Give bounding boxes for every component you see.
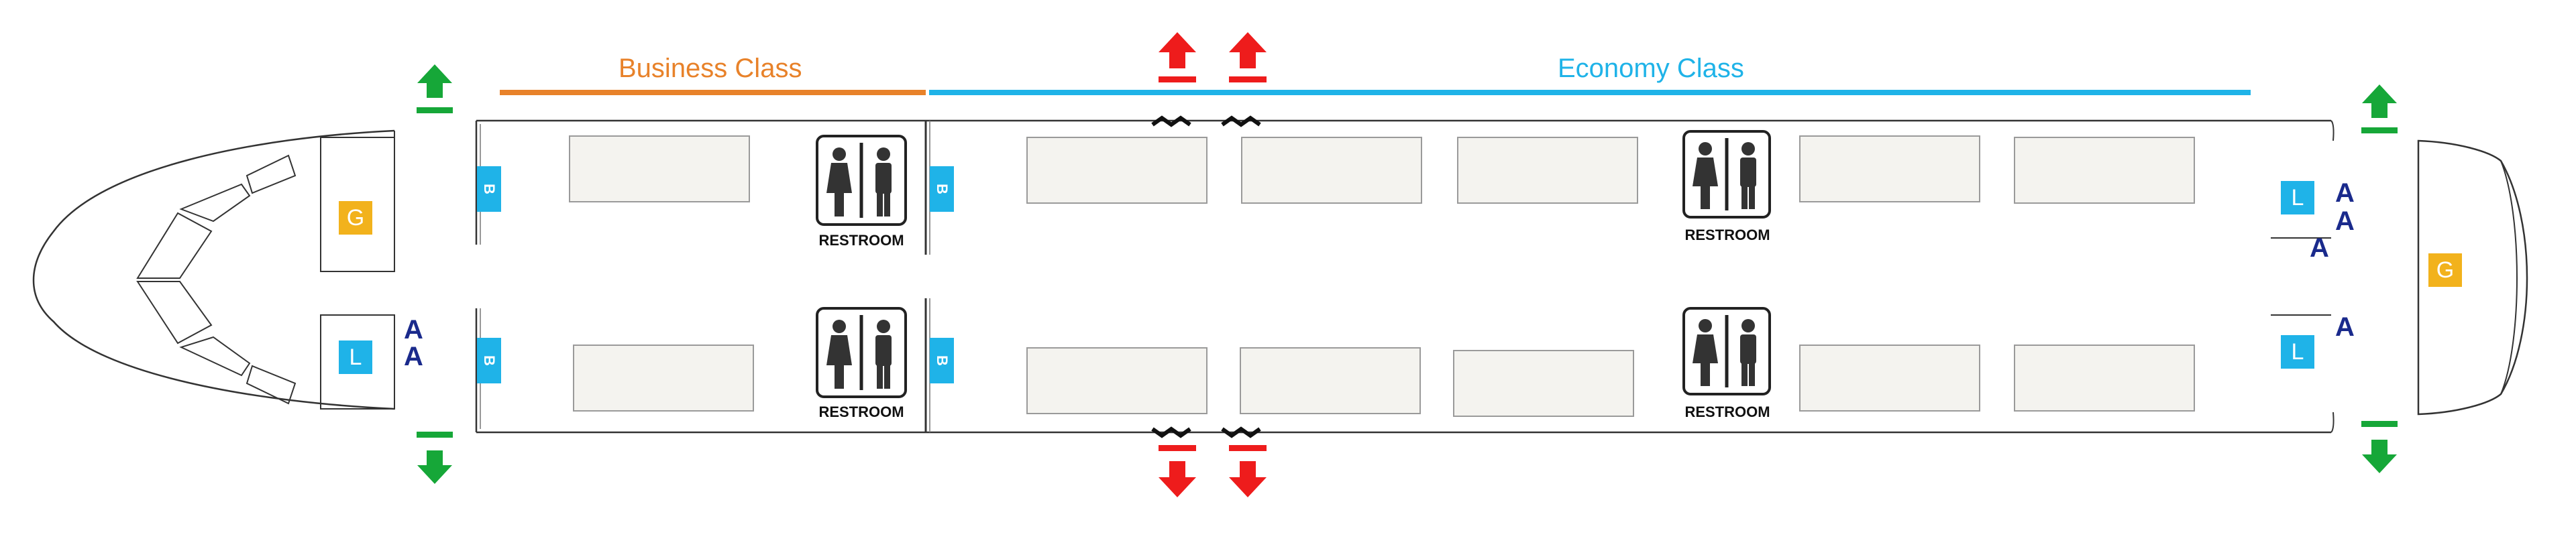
- attendant-seat: A: [2335, 206, 2355, 236]
- seat-block-economy: [1241, 137, 1422, 204]
- attendant-seat: A: [2335, 178, 2355, 208]
- woman-icon: [826, 147, 852, 216]
- tail-outline: [2417, 139, 2528, 416]
- seat-block-economy: [2014, 137, 2195, 204]
- front-lavatory-box: [320, 314, 395, 410]
- exit-arrow-icon: [417, 432, 453, 484]
- seat-block-economy: [1799, 135, 1980, 202]
- cockpit-windows: [136, 154, 297, 405]
- bar-badge: B: [930, 166, 954, 212]
- overwing-door-marks: [1151, 115, 1261, 438]
- bar-badge: B: [930, 338, 954, 383]
- exit-arrow-icon: [1229, 445, 1267, 497]
- woman-icon: [1693, 142, 1718, 209]
- exit-arrow-icon: [1229, 32, 1267, 82]
- man-icon: [875, 147, 892, 216]
- restroom-sign-icon: [1682, 307, 1771, 395]
- exit-arrow-icon: [2361, 421, 2398, 473]
- attendant-seat: A: [2335, 312, 2355, 342]
- seat-block-economy: [1453, 350, 1634, 417]
- seat-block-economy: [2014, 345, 2195, 412]
- restroom-sign-icon: [816, 135, 907, 226]
- attendant-seat: A: [2310, 233, 2329, 263]
- restroom-sign-icon: [1682, 130, 1771, 219]
- bar-badge: B: [477, 166, 501, 212]
- seat-block-economy: [1026, 137, 1208, 204]
- man-icon: [875, 320, 892, 389]
- front-galley-box: [320, 137, 395, 272]
- galley-badge: G: [2428, 253, 2462, 287]
- restroom-label: RESTROOM: [1684, 227, 1770, 243]
- seat-block-business-lower: [573, 345, 754, 412]
- nose-outline: [32, 129, 395, 410]
- restroom-label: RESTROOM: [1684, 403, 1770, 420]
- attendant-seat: A: [404, 315, 423, 345]
- man-icon: [1740, 142, 1756, 209]
- restroom-label: RESTROOM: [818, 232, 904, 249]
- lavatory-badge: L: [2281, 335, 2314, 369]
- attendant-seat: A: [404, 342, 423, 371]
- exit-arrow-icon: [1159, 32, 1196, 82]
- galley-badge: G: [339, 201, 372, 235]
- bar-badge: B: [477, 338, 501, 383]
- business-class-label: Business Class: [619, 54, 802, 83]
- economy-class-label: Economy Class: [1558, 54, 1744, 83]
- woman-icon: [1693, 319, 1718, 386]
- exit-arrow-icon: [1159, 445, 1196, 497]
- seat-block-economy: [1799, 345, 1980, 412]
- seat-block-economy: [1240, 347, 1421, 414]
- man-icon: [1740, 319, 1756, 386]
- restroom-sign-icon: [816, 307, 907, 398]
- woman-icon: [826, 320, 852, 389]
- restroom-label: RESTROOM: [818, 403, 904, 420]
- exit-arrow-icon: [417, 64, 453, 113]
- seat-block-economy: [1026, 347, 1208, 414]
- seat-block-business-upper: [569, 135, 750, 202]
- lavatory-badge: L: [2281, 181, 2314, 214]
- lavatory-badge: L: [339, 340, 372, 374]
- exit-arrow-icon: [2361, 84, 2398, 133]
- seat-block-economy: [1457, 137, 1638, 204]
